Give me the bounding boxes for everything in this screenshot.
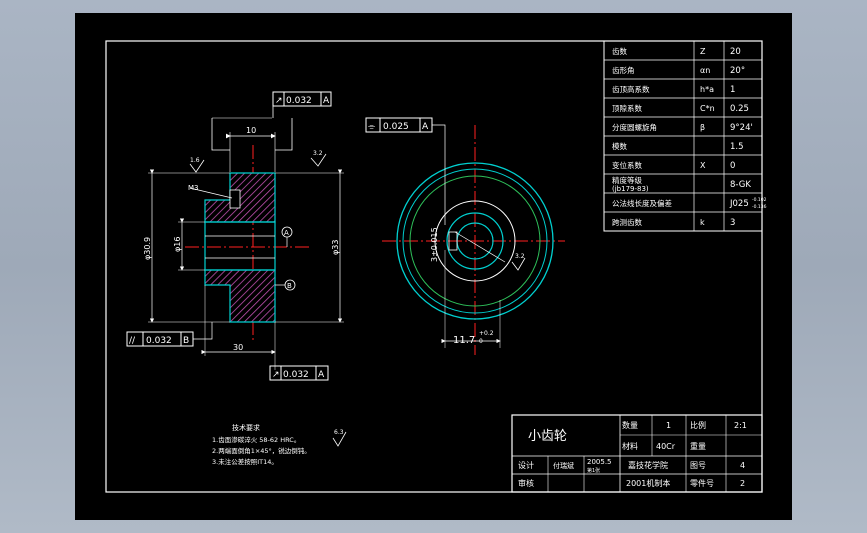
drawing-no: 4 bbox=[740, 461, 745, 470]
dim-117-label: 11.7 bbox=[453, 335, 475, 346]
dim-10-label: 10 bbox=[246, 126, 256, 135]
param-value: 3 bbox=[730, 218, 735, 228]
param-value: 0.25 bbox=[730, 104, 749, 114]
dim-dia-main-label: φ30.9 bbox=[143, 237, 152, 260]
roughness-3-2: 3.2 bbox=[313, 150, 323, 157]
tol-bottom-value: 0.032 bbox=[283, 370, 309, 380]
design-label: 设计 bbox=[518, 460, 534, 470]
param-name: 跨测齿数 bbox=[612, 217, 642, 227]
part-name: 小齿轮 bbox=[528, 429, 567, 444]
design-date: 2005.5 bbox=[587, 458, 612, 466]
param-symbol: αn bbox=[700, 66, 710, 75]
tol-left-symbol: // bbox=[129, 336, 136, 346]
param-value: 20 bbox=[730, 47, 741, 57]
drawing-background bbox=[75, 13, 792, 520]
dim-16-label: φ16 bbox=[173, 237, 182, 252]
tech-requirements: 技术要求 1.齿面渗碳淬火 58-62 HRC。 2.两端面倒角1×45°，锐边… bbox=[212, 423, 347, 466]
param-value: 0 bbox=[730, 161, 735, 171]
tol-mid-ref: A bbox=[422, 122, 429, 132]
qty-label: 数量 bbox=[622, 420, 638, 430]
class-label: 2001机制本 bbox=[626, 478, 670, 488]
param-tol-up: -0.102 bbox=[752, 197, 767, 203]
dim-117-tol-dn: 0 bbox=[479, 338, 483, 345]
param-symbol: h*a bbox=[700, 85, 714, 94]
param-value: 20° bbox=[730, 66, 745, 76]
param-name: 公法线长度及偏差 bbox=[612, 198, 672, 208]
param-name: 顶隙系数 bbox=[612, 103, 642, 113]
design-date-2: 第1张 bbox=[587, 467, 600, 474]
dim-key-label: 3±0.015 bbox=[430, 227, 439, 262]
param-symbol: C*n bbox=[700, 104, 715, 113]
param-name: 齿数 bbox=[612, 46, 627, 56]
param-name: 模数 bbox=[612, 141, 627, 151]
tol-bottom-ref: A bbox=[318, 370, 325, 380]
param-symbol: X bbox=[700, 161, 706, 170]
roughness-1-6: 1.6 bbox=[190, 157, 200, 164]
material-label: 材料 bbox=[622, 441, 638, 451]
scale-value: 2:1 bbox=[734, 421, 747, 430]
tol-top-ref: A bbox=[323, 96, 330, 106]
tol-mid-value: 0.025 bbox=[383, 122, 409, 132]
tech-req-line-2: 2.两端面倒角1×45°，锐边倒钝。 bbox=[212, 446, 311, 455]
front-view: ⌯ 0.025 A 3±0.015 3.2 11.7 +0.2 0 bbox=[365, 117, 565, 355]
tol-top-value: 0.032 bbox=[286, 96, 312, 106]
dim-33-label: φ33 bbox=[331, 240, 340, 255]
school-name: 嘉技花学院 bbox=[628, 460, 668, 470]
review-label: 审核 bbox=[518, 478, 534, 488]
datum-a-label: A bbox=[284, 229, 289, 237]
param-symbol: β bbox=[700, 123, 705, 132]
param-value: 1 bbox=[730, 85, 735, 95]
tol-top-symbol: ↗ bbox=[275, 96, 283, 106]
param-name-2: (jb179-83) bbox=[612, 185, 649, 193]
material-value: 40Cr bbox=[656, 442, 676, 451]
roughness-key: 3.2 bbox=[515, 253, 525, 260]
param-symbol: Z bbox=[700, 47, 706, 56]
param-value: J025 bbox=[729, 199, 749, 209]
qty-value: 1 bbox=[666, 421, 671, 430]
tol-bottom-symbol: ↗ bbox=[272, 370, 280, 380]
tol-left-value: 0.032 bbox=[146, 336, 172, 346]
gear-params-table: 齿数 Z 20 齿形角 αn 20° 齿顶高系数 h*a 1 顶隙系数 C*n 0.25 分度圆螺旋角 β… bbox=[603, 40, 767, 232]
datum-b-label: B bbox=[287, 282, 292, 290]
tech-req-title: 技术要求 bbox=[232, 423, 260, 432]
tol-left-ref: B bbox=[183, 336, 189, 346]
tech-req-line-1: 1.齿面渗碳淬火 58-62 HRC。 bbox=[212, 435, 300, 444]
param-symbol: k bbox=[700, 218, 705, 227]
weight-label: 重量 bbox=[690, 441, 706, 451]
param-name: 变位系数 bbox=[612, 160, 642, 170]
tol-mid-symbol: ⌯ bbox=[368, 122, 376, 132]
param-name: 精度等级 bbox=[612, 175, 642, 185]
part-no: 2 bbox=[740, 479, 745, 488]
param-name: 齿形角 bbox=[612, 65, 635, 75]
section-view: 10 ↗ 0.032 A 1.6 3.2 M3 bbox=[126, 91, 344, 381]
drawing-frame bbox=[105, 40, 763, 493]
param-name: 分度圆螺旋角 bbox=[612, 122, 657, 132]
param-tol-dn: -0.136 bbox=[752, 204, 767, 210]
dim-m3-label: M3 bbox=[188, 184, 199, 192]
param-name: 齿顶高系数 bbox=[612, 84, 650, 94]
dim-30-label: 30 bbox=[233, 343, 243, 352]
dim-117-tol-up: +0.2 bbox=[479, 330, 494, 337]
scale-label: 比例 bbox=[690, 420, 706, 430]
tech-req-line-3: 3.未注公差按照IT14。 bbox=[212, 457, 278, 466]
tech-req-roughness: 6.3 bbox=[334, 429, 344, 436]
drawing-no-label: 图号 bbox=[690, 461, 706, 470]
param-value: 9°24' bbox=[730, 123, 753, 133]
param-value: 1.5 bbox=[730, 142, 744, 152]
part-no-label: 零件号 bbox=[690, 478, 714, 488]
designer-name: 付瑞斌 bbox=[553, 461, 574, 470]
title-block: 小齿轮 数量 1 比例 2:1 材料 40Cr 重量 设计 付瑞斌 2005.5… bbox=[511, 414, 763, 493]
param-value: 8-GK bbox=[730, 180, 751, 190]
